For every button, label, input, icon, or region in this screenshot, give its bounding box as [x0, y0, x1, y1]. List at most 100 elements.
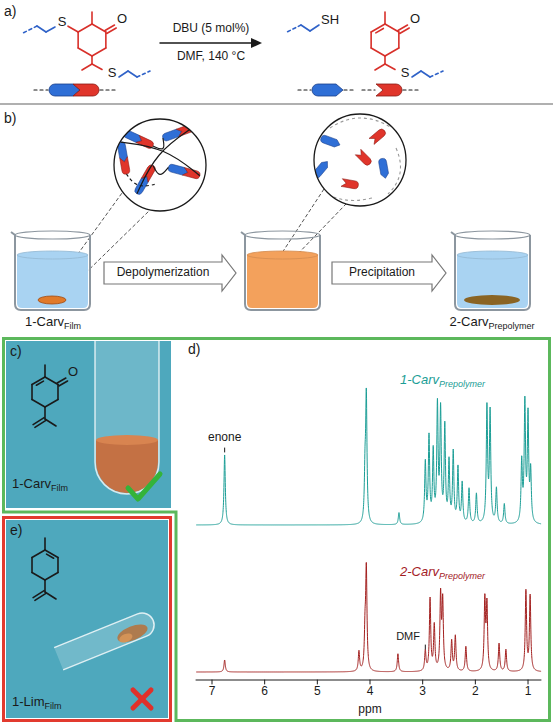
thioether-structure — [23, 26, 37, 33]
polymer-network — [94, 122, 201, 196]
axis-tick: 2 — [472, 685, 479, 699]
panel-label: d) — [188, 341, 200, 357]
process-arrow — [332, 255, 446, 291]
thioether-structure — [92, 64, 102, 70]
zoom-circle — [311, 114, 406, 206]
thioether-structure — [105, 32, 107, 48]
carvone-structure — [45, 419, 56, 426]
limonene-structure — [35, 593, 46, 600]
monomer-pair — [117, 141, 130, 174]
zoom-circle — [94, 119, 206, 211]
beaker — [241, 232, 320, 310]
process-arrow — [332, 255, 446, 291]
panel-label: b) — [4, 110, 16, 126]
limonene-structure — [45, 573, 58, 581]
carvone-structure — [31, 385, 33, 400]
monomer-pair — [167, 164, 200, 180]
subscript: Prepolymer — [439, 379, 485, 389]
thioether-structure — [82, 64, 92, 70]
beaker — [17, 251, 88, 259]
monomer-pair — [162, 123, 195, 141]
photo-panel: e)1-LimFilm — [2, 516, 172, 722]
monomer-symbols — [403, 89, 418, 90]
beaker — [457, 255, 528, 308]
cross-mark — [133, 690, 151, 708]
carvone-structure — [57, 385, 59, 400]
product-structure — [287, 12, 443, 77]
beaker — [11, 231, 90, 310]
thioether-structure — [91, 56, 93, 64]
panel-label: e) — [10, 522, 22, 538]
atom-label: O — [117, 12, 127, 27]
product-structure — [398, 32, 400, 48]
axis-tick: 1 — [525, 685, 532, 699]
axis-tick: 4 — [367, 685, 374, 699]
polymer-network — [153, 138, 164, 149]
atom-label: O — [410, 12, 420, 27]
product-structure — [375, 64, 385, 70]
monomer-symbols — [34, 84, 418, 96]
limonene-structure — [32, 538, 58, 600]
axis-tick: 5 — [314, 685, 321, 699]
thioether-structure — [23, 12, 150, 77]
thiol-unit — [320, 134, 342, 148]
frame-outline — [4, 339, 550, 721]
monomer — [369, 128, 387, 145]
atom-label: O — [68, 365, 78, 380]
cross-mark — [133, 690, 151, 708]
ppm-axis — [370, 680, 371, 684]
beaker — [247, 251, 318, 259]
separator-line — [0, 103, 553, 105]
reaction-condition: DMF, 140 °C — [177, 50, 245, 64]
check-mark — [128, 474, 160, 499]
carvone-structure — [32, 400, 45, 408]
ppm-axis — [475, 680, 476, 684]
sample-photo — [6, 341, 171, 508]
annotation-tick — [425, 645, 426, 649]
test-tube — [54, 609, 158, 669]
process-arrow — [104, 255, 236, 291]
monomer-mixture — [388, 148, 401, 194]
beaker — [11, 232, 90, 310]
reaction-arrow — [251, 38, 262, 48]
carvone-structure — [32, 365, 68, 427]
limonene-structure — [45, 592, 56, 599]
thioether-structure — [92, 24, 106, 32]
product-structure — [376, 28, 384, 32]
atom-label: S — [401, 66, 410, 81]
product-structure — [430, 71, 443, 77]
beaker — [457, 251, 528, 259]
product-structure — [310, 25, 319, 31]
peak-annotation: DMF — [396, 630, 420, 643]
thioether-structure — [46, 27, 55, 32]
separator-line — [0, 104, 553, 105]
carvone-structure — [36, 381, 43, 385]
spectrum-label: 1-Carv — [400, 373, 439, 388]
thioether-structure — [137, 71, 150, 77]
subscript: Film — [64, 321, 81, 331]
polymer-network — [94, 122, 124, 133]
monomer-symbols — [344, 89, 356, 90]
reaction-arrow — [160, 42, 254, 44]
photo-panel: c)O1-CarvFilm — [6, 341, 171, 508]
comparison-frame: c)O1-CarvFilm d) — [2, 337, 551, 722]
zoom-circle — [114, 119, 206, 211]
zoom-circle — [314, 114, 406, 206]
carvone-structure — [57, 378, 66, 383]
beaker — [245, 231, 320, 239]
axis-tick: 6 — [261, 685, 268, 699]
product-structure — [385, 64, 395, 70]
enone-unit — [176, 123, 195, 136]
enone-unit — [120, 157, 131, 175]
subscript: Film — [45, 701, 62, 711]
arrow-label: Precipitation — [349, 266, 415, 280]
beaker — [451, 231, 530, 310]
axis-tick: 7 — [209, 685, 216, 699]
ppm-axis — [422, 680, 423, 684]
beaker — [451, 232, 530, 310]
polymer-network — [121, 142, 200, 176]
thiol-unit — [312, 84, 343, 96]
spectrum-label: 2-Carv — [400, 565, 439, 580]
thioether-structure — [78, 48, 92, 56]
